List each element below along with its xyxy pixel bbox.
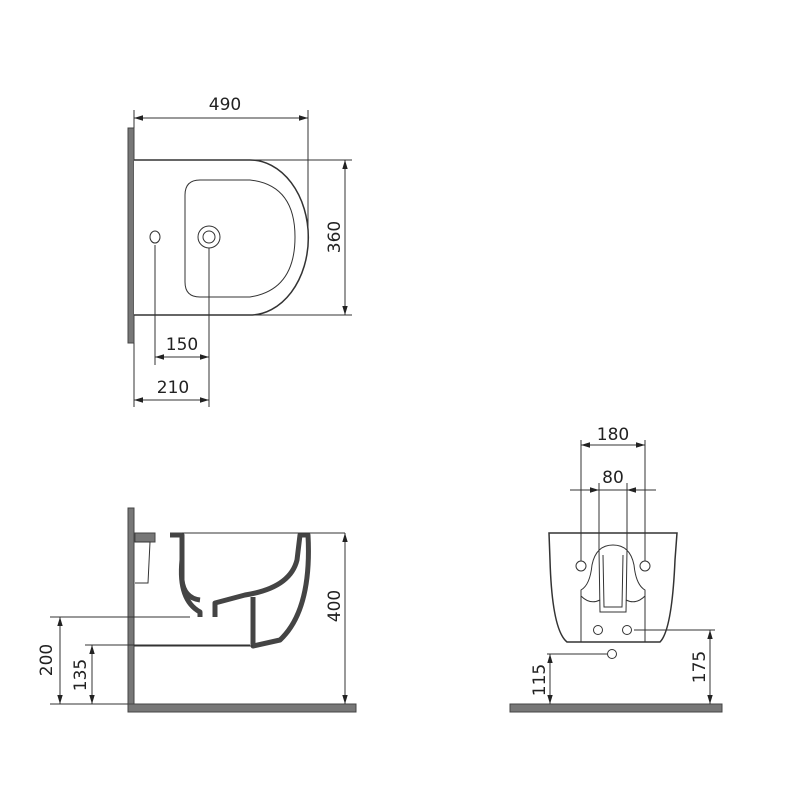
dim-175: 175 — [690, 651, 710, 683]
dim-80: 80 — [602, 468, 624, 488]
dim-135: 135 — [71, 659, 91, 691]
side-view: 400 200 135 — [37, 507, 357, 713]
front-view: 180 80 115 175 — [509, 425, 723, 713]
dim-200: 200 — [37, 644, 57, 676]
drain-inner — [202, 230, 216, 244]
floor — [127, 703, 357, 713]
wall — [127, 127, 135, 344]
dim-180: 180 — [597, 425, 629, 445]
outlet-hole — [607, 649, 617, 659]
top-view: 490 360 150 210 — [127, 95, 352, 407]
dim-115: 115 — [530, 664, 550, 696]
wall — [127, 507, 135, 713]
dim-490: 490 — [209, 95, 241, 115]
dim-360: 360 — [325, 221, 345, 253]
bidet-front-outline — [548, 532, 678, 643]
bowl-outline — [184, 179, 296, 298]
dim-210: 210 — [157, 378, 189, 398]
dim-150: 150 — [166, 335, 198, 355]
tap-hole — [149, 230, 161, 244]
dim-400: 400 — [325, 590, 345, 622]
floor — [509, 703, 723, 713]
